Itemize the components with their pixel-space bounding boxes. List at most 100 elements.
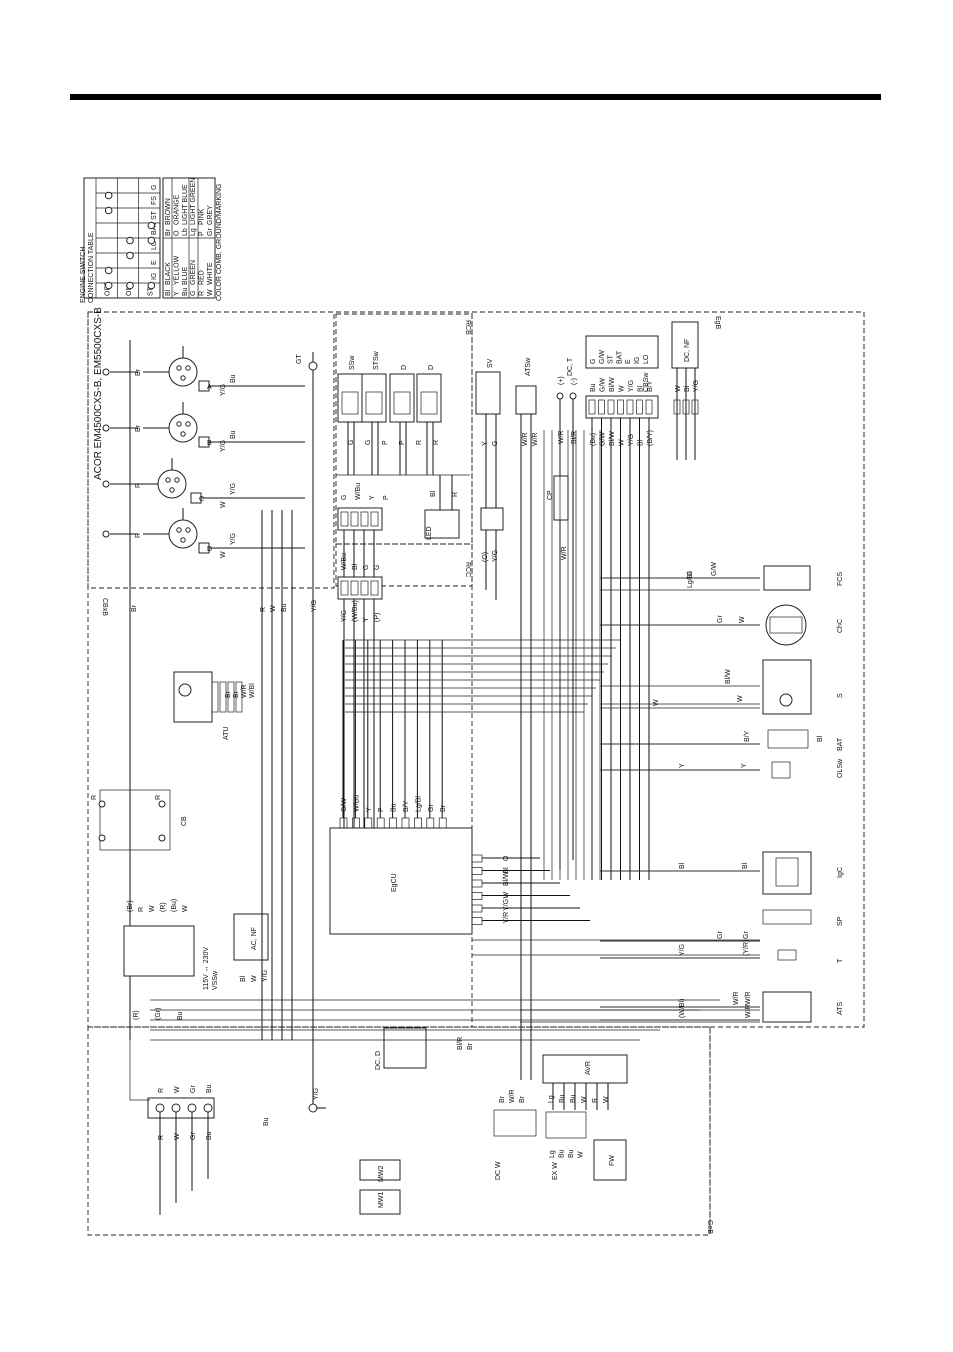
acnf-wire-2: Y/G bbox=[262, 970, 269, 982]
atu-wire-2: W/R bbox=[241, 684, 248, 698]
legend-name-red: RED bbox=[199, 270, 206, 285]
atu-wire-0: Br bbox=[225, 690, 232, 698]
ssw-wire-3: P bbox=[399, 440, 406, 445]
fcs-wire-0: G/W bbox=[711, 562, 718, 576]
section-geb: GeB bbox=[706, 1220, 713, 1234]
s-label: S bbox=[837, 693, 844, 698]
atu-wire-1: Br bbox=[233, 690, 240, 698]
vssw-right-wire-0: (Br) bbox=[127, 900, 134, 912]
section-egb: EgB bbox=[714, 316, 721, 330]
cbxb-wire-0: Br bbox=[131, 604, 138, 612]
legend-code-g: G bbox=[190, 291, 197, 296]
section-cbxb: CBxB bbox=[101, 598, 108, 616]
bat-label: BAT bbox=[837, 737, 844, 751]
avr-wire-5: W bbox=[603, 1096, 610, 1103]
cbsw-wire-b-6: (B/Y) bbox=[647, 430, 654, 446]
cbsw-label: CBSw bbox=[643, 372, 650, 392]
ats-wire-2: W/R bbox=[745, 991, 752, 1005]
bat-wire-1: Bl bbox=[817, 735, 824, 742]
section-frames: CBxB RCB RCC EgB GeB bbox=[87, 311, 865, 1236]
cbsw-wire-6: B/Y bbox=[647, 380, 654, 392]
legend-code-o: O bbox=[173, 230, 180, 236]
stssw-switch: STSw bbox=[373, 350, 380, 370]
vssw-right-wire-3: (R) bbox=[160, 902, 167, 912]
switch-col-st: ST bbox=[151, 210, 158, 220]
ssw-wire-2: P bbox=[382, 440, 389, 445]
section-rcc: RCC bbox=[464, 562, 471, 577]
cbsw-wire-4: Y/G bbox=[628, 380, 635, 392]
rcb-wire-3: P bbox=[383, 495, 390, 500]
dcw-label: DC W bbox=[495, 1161, 502, 1180]
dcd-wire-0: Bl/R bbox=[457, 1037, 464, 1050]
vssw-left-wire-1: (Gr) bbox=[155, 1008, 162, 1020]
diode-d2: D bbox=[428, 365, 435, 370]
legend-name-brown: BROWN bbox=[165, 198, 172, 225]
cbsw-wire-b-4: Y/G bbox=[628, 434, 635, 446]
egcu-right-wire-5: Y/R bbox=[503, 912, 510, 924]
exw-wire-2: Bu bbox=[568, 1149, 575, 1158]
igc-wire-0: Bl bbox=[742, 862, 749, 869]
egcu-right-wire-2: Bl/W bbox=[503, 871, 510, 886]
socket-letter-c: C bbox=[199, 496, 204, 503]
cb-wire-0: R bbox=[91, 795, 98, 800]
dct-wire-0: W/R bbox=[558, 430, 565, 444]
dct-wire-1: Bl/R bbox=[571, 431, 578, 444]
bottom-components: FCSChCSBATOLSwIgCSPTATSG/WGLg/BlWGrBl/WW… bbox=[600, 562, 844, 1023]
exw-wire-1: Bu bbox=[559, 1149, 566, 1158]
dcnf-wire-0: W bbox=[675, 385, 682, 392]
cbsw-term-g: G bbox=[590, 359, 597, 364]
avr-label: AVR bbox=[585, 1061, 592, 1075]
socket-letter-b: B bbox=[207, 440, 212, 447]
dcd-wire-1: Br bbox=[467, 1042, 474, 1050]
terminal-wire-top-3: Bu bbox=[206, 1084, 213, 1093]
legend-name-grey: GREY bbox=[207, 205, 214, 225]
socket-wire-c-3: R bbox=[135, 533, 142, 538]
legend-code-lb: Lb bbox=[182, 228, 189, 236]
terminal-wire-bottom-2: Gr bbox=[190, 1132, 197, 1140]
mw2-label: MW2 bbox=[378, 1166, 385, 1182]
vssw-left-wire-2: Bu bbox=[177, 1011, 184, 1020]
switch-col-bat: BAT bbox=[151, 221, 158, 235]
cbsw-wire-b-5: Bl bbox=[638, 439, 645, 446]
socket-wire-b-2: W bbox=[220, 501, 227, 508]
dcw-wire-2: Br bbox=[519, 1095, 526, 1103]
dcnf-wire-2: Y/G bbox=[693, 380, 700, 392]
terminal-wire-top-0: R bbox=[158, 1088, 165, 1093]
terminal-wire-bottom-0: R bbox=[158, 1135, 165, 1140]
t-wire-3: (Y/R) bbox=[743, 940, 750, 956]
rcb-wire-1: W/Bu bbox=[355, 483, 362, 500]
dc-minus: (-) bbox=[571, 378, 578, 385]
igc-label: IgC bbox=[837, 867, 844, 878]
cb-label: CB bbox=[181, 816, 188, 826]
legend-name-pink: PINK bbox=[199, 208, 206, 225]
socket-wire-c-2: R bbox=[135, 483, 142, 488]
exw-wire-0: Lg bbox=[549, 1150, 556, 1158]
ssw-wire-1: G bbox=[365, 440, 372, 445]
legend-code-w: W bbox=[207, 289, 214, 296]
led-label: LED bbox=[426, 526, 433, 540]
geb-bu-wire: Bu bbox=[263, 1117, 270, 1126]
legend-name-orange: ORANGE bbox=[173, 194, 180, 225]
switch-col-ig: IG bbox=[151, 273, 158, 280]
socket-wire-b-3: W bbox=[220, 551, 227, 558]
t-wire-0: Gr bbox=[717, 931, 724, 939]
dcd-label: DC, D bbox=[375, 1051, 382, 1070]
olsw-wire-0: Y bbox=[741, 763, 748, 768]
legend-code-lg: Lg bbox=[190, 228, 197, 236]
egcu-top-wire-7: Gr bbox=[428, 804, 435, 812]
atsw-label: ATSw bbox=[525, 357, 532, 376]
t-label: T bbox=[837, 958, 844, 963]
legend-code-r: R bbox=[199, 291, 206, 296]
vssw-right-wire-1: R bbox=[138, 907, 145, 912]
chc-wire-0: W bbox=[739, 616, 746, 623]
vssw-right-wire-5: W bbox=[182, 905, 189, 912]
igc-wire-1: Bl bbox=[679, 862, 686, 869]
cbsw-term-bat: BAT bbox=[616, 350, 623, 364]
ssw-wire-5: R bbox=[433, 440, 440, 445]
rcc-wire-b-2: Y bbox=[363, 617, 370, 622]
switch-col-g: G bbox=[151, 185, 158, 190]
switch-table-title-1: ENGINE SWITCH bbox=[80, 247, 87, 303]
egcu-top-wire-3: P bbox=[378, 807, 385, 812]
